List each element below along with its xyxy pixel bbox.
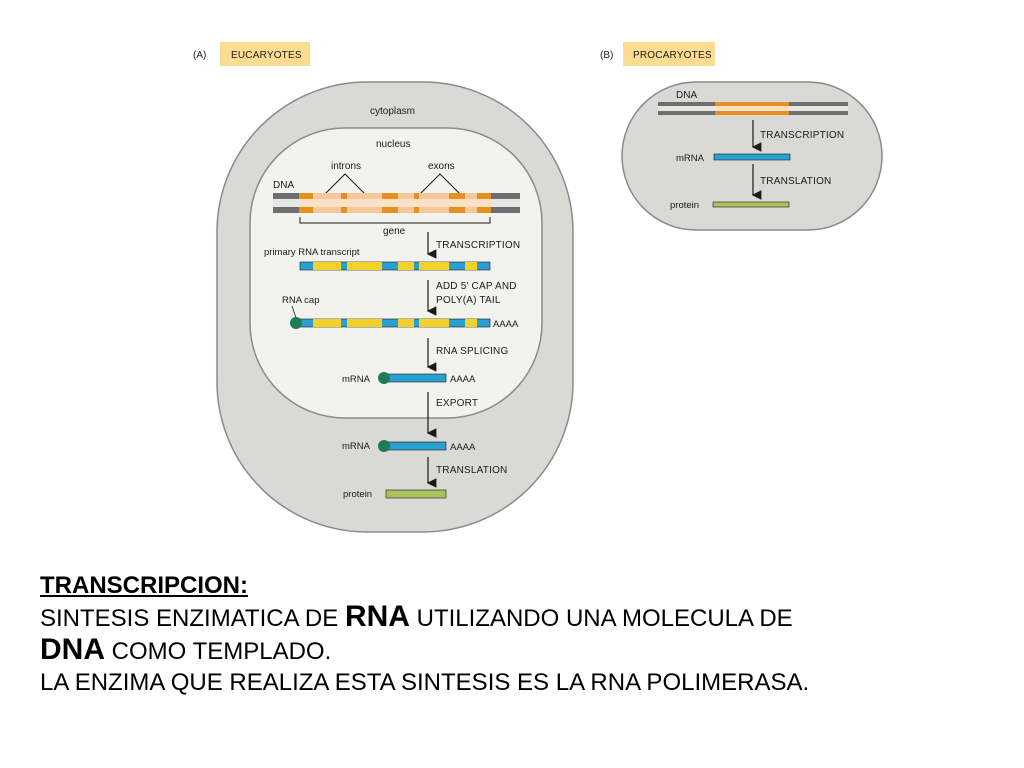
- primary-rna-transcript: [299, 261, 491, 271]
- panel-b-title: PROCARYOTES: [633, 50, 712, 61]
- panel-a-title: EUCARYOTES: [231, 50, 302, 61]
- panel-eucaryotes: (A) EUCARYOTES cytoplasm nucleus introns…: [193, 42, 574, 533]
- mrna-cap-icon-1: [378, 372, 390, 384]
- mrna-cap-icon-2: [378, 440, 390, 452]
- translation-step-b: TRANSLATION: [760, 176, 831, 187]
- panel-a-title-box: [220, 42, 310, 66]
- caption-title: TRANSCRIPCION:: [40, 572, 248, 599]
- caption-line-3: LA ENZIMA QUE REALIZA ESTA SINTESIS ES L…: [40, 669, 810, 696]
- poly-a-tail-3: AAAA: [450, 442, 476, 453]
- caption-rna-term: RNA: [344, 600, 410, 633]
- caption-line-2: DNA COMO TEMPLADO.: [40, 634, 1000, 667]
- dna-label-b: DNA: [676, 90, 697, 101]
- dna-double-strand-a: [273, 193, 520, 213]
- rna-cap-label: RNA cap: [282, 295, 320, 306]
- mrna-bar-b: [713, 153, 791, 161]
- caption-line-1-start: SINTESIS ENZIMATICA DE: [40, 605, 345, 632]
- capped-rna-transcript: [290, 317, 491, 329]
- slide-caption: TRANSCRIPCION: SINTESIS ENZIMATICA DE RN…: [40, 570, 1000, 698]
- caption-line-1: SINTESIS ENZIMATICA DE RNA UTILIZANDO UN…: [40, 601, 1000, 634]
- add-cap-step-line2: POLY(A) TAIL: [436, 295, 501, 306]
- introns-pointer: [324, 173, 366, 195]
- translation-step-a: TRANSLATION: [436, 465, 507, 476]
- panel-b-title-box: [623, 42, 715, 66]
- mrna-label-b: mRNA: [676, 153, 705, 164]
- caption-line-2-end: COMO TEMPLADO.: [105, 638, 332, 665]
- exons-label: exons: [428, 161, 455, 172]
- export-step: EXPORT: [436, 398, 478, 409]
- dna-label-a: DNA: [273, 180, 294, 191]
- transcription-diagram: (A) EUCARYOTES cytoplasm nucleus introns…: [193, 42, 883, 533]
- panel-a-letter: (A): [193, 50, 206, 61]
- protein-bar-a: [385, 489, 447, 499]
- gene-bracket: [299, 217, 491, 224]
- transcription-step-b: TRANSCRIPTION: [760, 130, 844, 141]
- panel-b-letter: (B): [600, 50, 613, 61]
- splicing-step: RNA SPLICING: [436, 346, 508, 357]
- rna-cap-pointer: [291, 305, 297, 319]
- dna-double-strand-b: [658, 102, 848, 115]
- mrna-label-nucleus: mRNA: [342, 374, 371, 385]
- poly-a-tail-1: AAAA: [493, 319, 519, 330]
- protein-label-a: protein: [343, 489, 372, 500]
- introns-label: introns: [331, 161, 361, 172]
- exons-pointer: [419, 173, 461, 195]
- caption-line-1-end: UTILIZANDO UNA MOLECULA DE: [409, 605, 793, 632]
- protein-label-b: protein: [670, 200, 699, 211]
- add-cap-step-line1: ADD 5' CAP AND: [436, 281, 517, 292]
- cytoplasm-label: cytoplasm: [370, 106, 415, 117]
- protein-bar-b: [712, 201, 790, 208]
- transcription-step-a: TRANSCRIPTION: [436, 240, 520, 251]
- caption-dna-term: DNA: [40, 633, 105, 666]
- panel-procaryotes: (B) PROCARYOTES DNA TRANSCRIPTION mRNA T…: [600, 42, 883, 231]
- rna-cap-icon: [290, 317, 302, 329]
- primary-transcript-label: primary RNA transcript: [264, 247, 360, 258]
- gene-label: gene: [383, 226, 406, 237]
- poly-a-tail-2: AAAA: [450, 374, 476, 385]
- nucleus-label: nucleus: [376, 139, 410, 150]
- exported-mrna: [378, 440, 447, 452]
- spliced-mrna: [378, 372, 447, 384]
- mrna-label-cytoplasm: mRNA: [342, 441, 371, 452]
